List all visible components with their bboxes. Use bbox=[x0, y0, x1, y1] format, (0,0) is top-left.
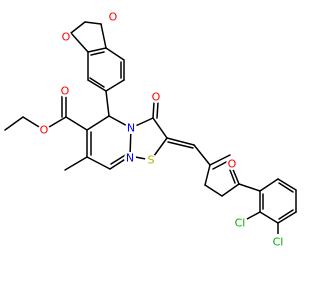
bond bbox=[259, 178, 279, 192]
bond bbox=[238, 183, 261, 192]
atom-label-layer: O O O O O N N S bbox=[38, 11, 286, 250]
bond bbox=[89, 77, 105, 88]
bond bbox=[4, 116, 24, 131]
atom-label-n: N bbox=[126, 152, 134, 165]
atom-label-o: O bbox=[152, 91, 161, 104]
bond bbox=[87, 47, 107, 53]
bond bbox=[105, 47, 125, 61]
bond bbox=[86, 156, 111, 170]
bond bbox=[84, 21, 102, 25]
atom-cl-meta: Cl bbox=[232, 215, 248, 231]
bond bbox=[100, 23, 107, 49]
atom-n-lower: N bbox=[124, 152, 136, 165]
atom-n-ring-junction: N bbox=[125, 122, 137, 135]
atom-o-ester-single: O bbox=[38, 124, 50, 137]
bond bbox=[278, 209, 294, 220]
bond bbox=[193, 144, 211, 166]
bond bbox=[90, 51, 105, 56]
atom-label-cl: Cl bbox=[235, 217, 246, 230]
bond bbox=[156, 101, 159, 119]
bond bbox=[105, 90, 110, 117]
bond bbox=[277, 211, 297, 224]
atom-label-o: O bbox=[109, 11, 118, 24]
bond bbox=[259, 211, 279, 224]
bond bbox=[278, 182, 294, 193]
bond bbox=[246, 211, 261, 220]
atom-label-o: O bbox=[62, 31, 71, 44]
atom-o-ester-carbonyl: O bbox=[59, 85, 71, 98]
bond bbox=[221, 183, 240, 197]
bond bbox=[209, 154, 231, 166]
atom-o-methylenedioxy-top: O bbox=[60, 31, 72, 44]
bond bbox=[105, 79, 125, 92]
atom-label-n: N bbox=[127, 122, 135, 135]
atom-o-methylenedioxy-right: O bbox=[107, 11, 119, 24]
bond bbox=[86, 115, 110, 131]
atom-label-cl: Cl bbox=[273, 236, 284, 249]
atom-o-furan: O bbox=[226, 158, 238, 171]
bond bbox=[152, 101, 155, 119]
bond bbox=[110, 153, 128, 165]
atom-label-o: O bbox=[61, 85, 70, 98]
bond bbox=[70, 32, 89, 53]
bond bbox=[64, 156, 88, 171]
bond bbox=[204, 164, 211, 186]
bond bbox=[65, 116, 88, 131]
molecule-structure-diagram: O O O O O N N S bbox=[0, 0, 300, 300]
bond bbox=[70, 21, 86, 34]
bond bbox=[229, 169, 236, 184]
atom-label-o: O bbox=[40, 124, 49, 137]
bond-layer bbox=[4, 21, 297, 238]
bond bbox=[277, 178, 297, 191]
bond bbox=[87, 79, 107, 92]
bond bbox=[166, 137, 195, 146]
atom-label-s: S bbox=[148, 154, 155, 167]
bond bbox=[152, 117, 168, 139]
atom-cl-para: Cl bbox=[270, 234, 286, 250]
atom-o-ketone: O bbox=[150, 91, 162, 104]
diagram-background bbox=[0, 0, 300, 300]
bond bbox=[204, 184, 223, 197]
atom-s-thiazole: S bbox=[145, 154, 157, 167]
atom-label-o: O bbox=[228, 158, 237, 171]
bond bbox=[167, 141, 194, 149]
